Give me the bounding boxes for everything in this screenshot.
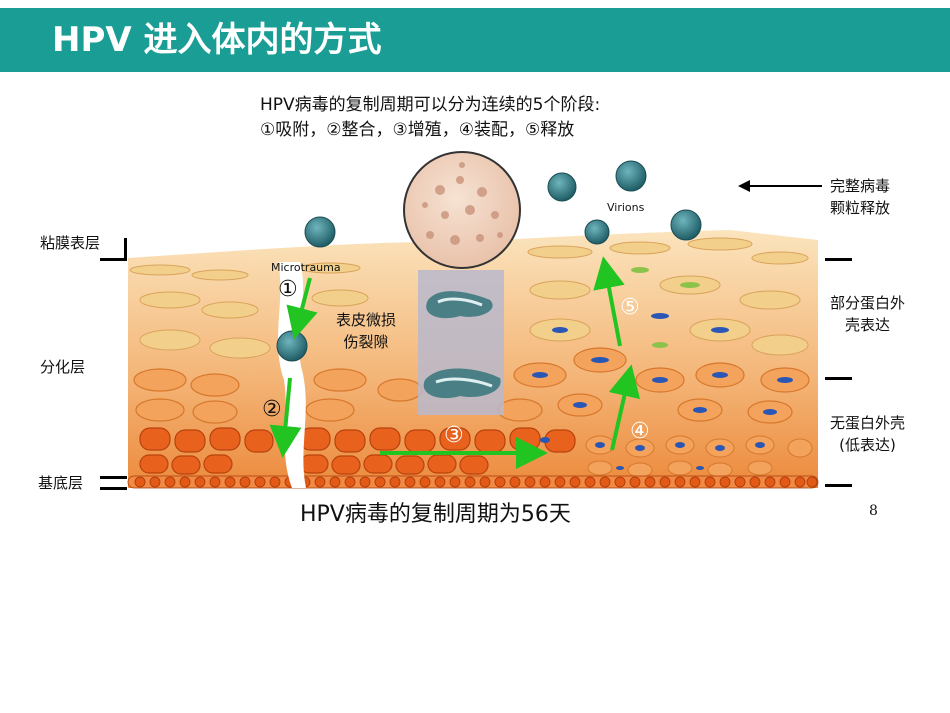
mucosa-label: 粘膜表层: [40, 234, 101, 252]
step-1-label: ①: [278, 277, 298, 302]
release-label-line-1: 完整病毒: [830, 177, 891, 195]
spinous-cells: [133, 347, 810, 424]
virions-label: Virions: [607, 201, 645, 214]
no-capsid-line-1: 无蛋白外壳: [830, 414, 906, 432]
right-tick-bottom: [825, 484, 852, 487]
virion-particles: [276, 160, 702, 362]
mucosa-bracket: [124, 238, 127, 260]
step-5-arrow: [593, 256, 625, 347]
basal-tick-2: [100, 487, 127, 490]
green-inclusions: [631, 267, 700, 348]
virion-icon: [304, 216, 336, 248]
partial-capsid-line-1: 部分蛋白外: [830, 294, 906, 312]
virion-icon: [615, 160, 647, 192]
basal-label: 基底层: [38, 474, 84, 492]
right-tick-top: [825, 258, 852, 261]
step-2-label: ②: [262, 397, 282, 422]
cycle-caption: HPV病毒的复制周期为56天: [300, 502, 571, 527]
wound-cleft: [418, 270, 504, 415]
title-bar: HPV 进入体内的方式: [0, 8, 950, 72]
microtrauma-label: Microtrauma: [271, 261, 341, 274]
step-2-arrow: [269, 377, 302, 458]
step-4-arrow: [608, 364, 641, 451]
basement-membrane: [127, 475, 819, 489]
surface-cells: [129, 237, 809, 359]
wound-label-line-1: 表皮微损: [336, 311, 397, 329]
virion-icon: [670, 209, 702, 241]
right-tick-middle: [825, 377, 852, 380]
viral-dna-inclusions: [532, 313, 793, 415]
wound-label-line-2: 伤裂隙: [343, 333, 389, 351]
step-arrows: [269, 256, 641, 469]
intro-line-1: HPV病毒的复制周期可以分为连续的5个阶段:: [260, 95, 601, 115]
release-label: 完整病毒 颗粒释放: [830, 175, 890, 219]
step-3-label: ③: [444, 423, 464, 448]
virion-icon: [584, 219, 610, 245]
step-4-label: ④: [630, 419, 650, 444]
no-capsid-line-2: (低表达): [839, 436, 896, 454]
release-label-line-2: 颗粒释放: [830, 199, 891, 217]
step-1-arrow: [286, 277, 318, 340]
partial-capsid-label: 部分蛋白外 壳表达: [830, 292, 905, 336]
page-title: HPV 进入体内的方式: [52, 20, 382, 60]
differentiation-label: 分化层: [40, 358, 86, 376]
no-capsid-label: 无蛋白外壳 (低表达): [830, 412, 905, 456]
intro-text: HPV病毒的复制周期可以分为连续的5个阶段: ①吸附，②整合，③增殖，④装配，⑤…: [260, 93, 600, 143]
virion-icon: [547, 172, 577, 202]
partial-capsid-line-2: 壳表达: [845, 316, 891, 334]
virion-micrograph: [403, 151, 521, 269]
virion-icon: [276, 330, 308, 362]
wound-label: 表皮微损 伤裂隙: [336, 309, 396, 353]
intro-line-2: ①吸附，②整合，③增殖，④装配，⑤释放: [260, 120, 575, 140]
mucosa-tick: [100, 258, 127, 261]
basal-tick-1: [100, 476, 127, 479]
step-5-label: ⑤: [620, 295, 640, 320]
page-number: 8: [869, 503, 878, 519]
basal-cells: [139, 427, 576, 475]
